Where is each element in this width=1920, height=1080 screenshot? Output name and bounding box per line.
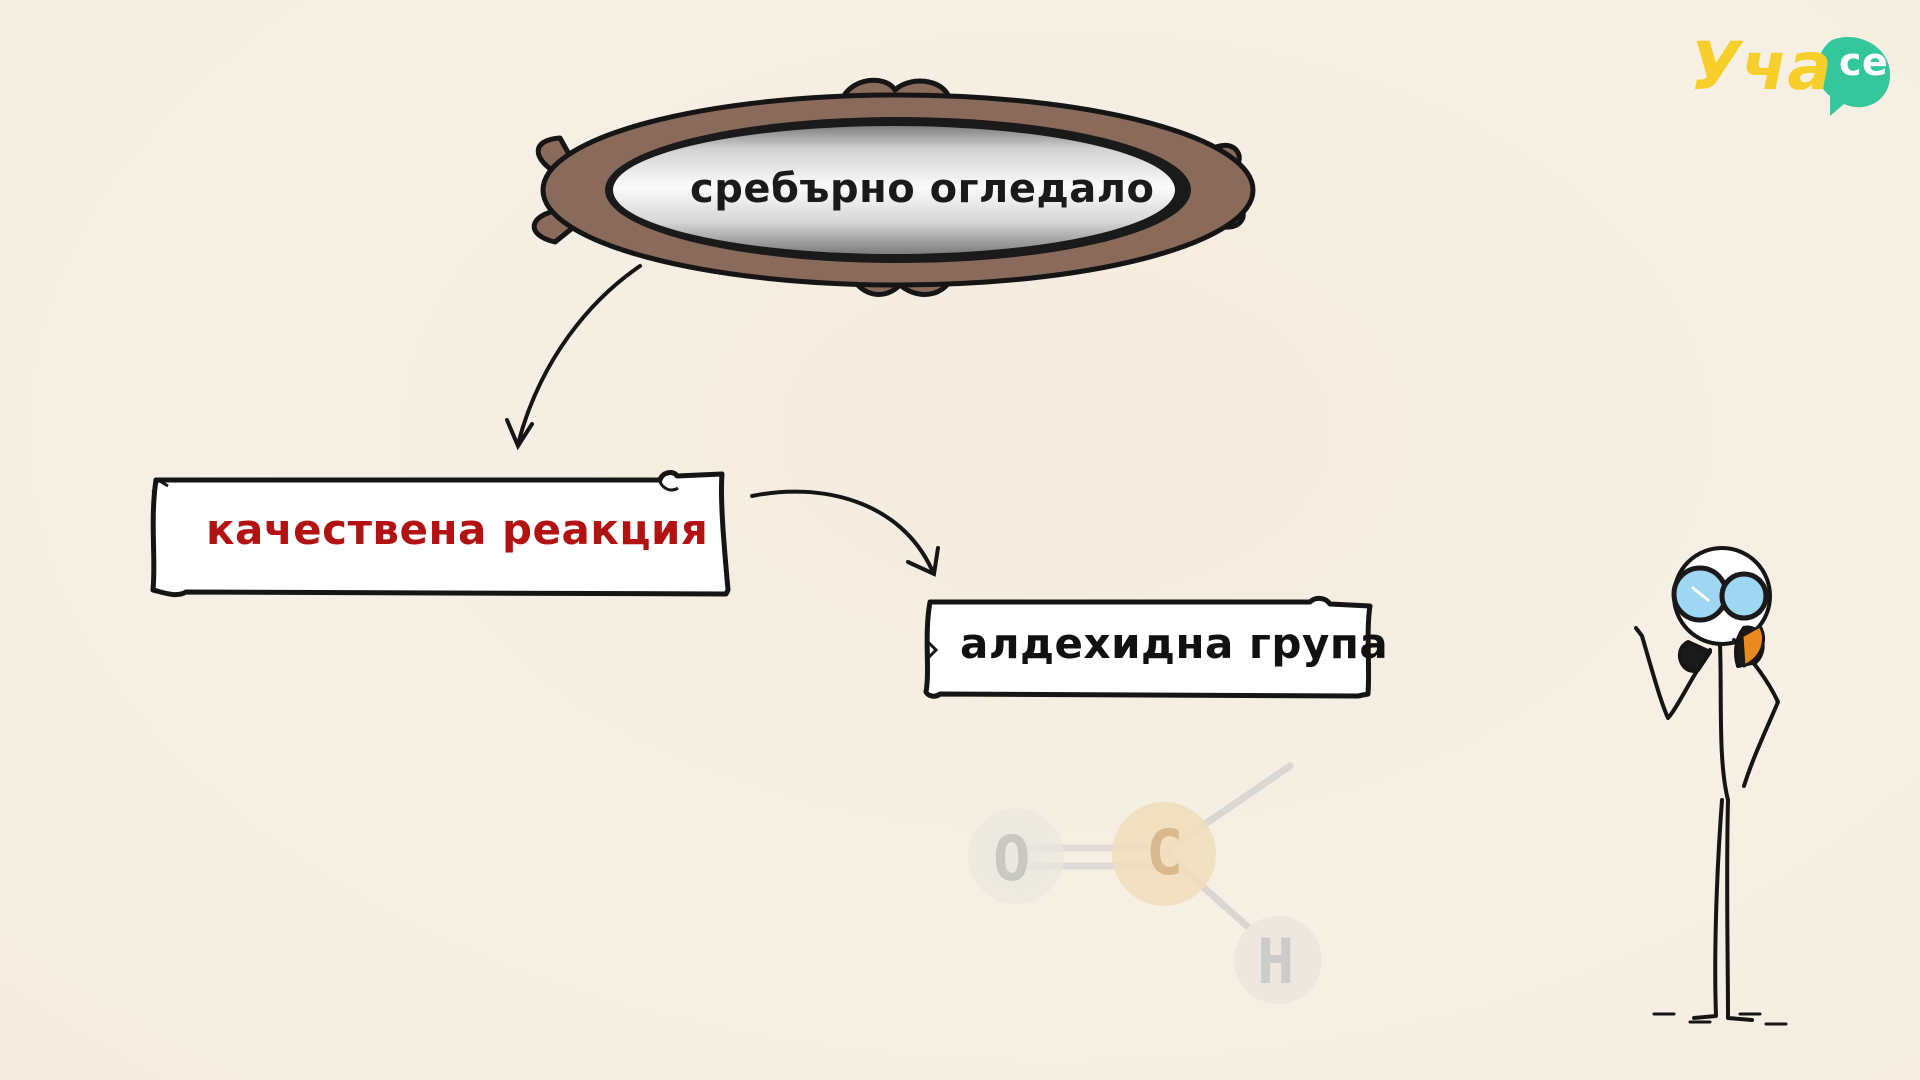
ground-marks (1652, 1012, 1788, 1026)
hydrogen-atom-label: H (1257, 925, 1295, 998)
arrow-mirror-to-reaction (505, 264, 642, 451)
arrow-reaction-to-aldehyde (750, 489, 940, 577)
silver-mirror-label: сребърно огледало (690, 166, 1155, 212)
oxygen-atom-label: O (993, 822, 1031, 895)
torso (1718, 642, 1730, 802)
mirror-glass (613, 126, 1175, 254)
aldehyde-molecule (968, 762, 1322, 1004)
right-leg (1725, 798, 1754, 1022)
logo-brand-text: Уча (1690, 28, 1833, 105)
oxygen-atom (968, 808, 1064, 904)
carbon-atom-label: C (1146, 816, 1184, 889)
silver-mirror-node (531, 77, 1256, 298)
logo-badge-text: се (1839, 40, 1889, 84)
hydrogen-atom (1234, 916, 1322, 1004)
left-arm (1634, 626, 1712, 720)
qualitative-reaction-label: качествена реакция (206, 505, 709, 554)
logo-speech-bubble (1817, 36, 1891, 116)
goggles-icon (1671, 565, 1769, 623)
left-leg (1692, 798, 1724, 1020)
gas-mask-icon (1677, 624, 1765, 673)
carbon-atom (1112, 802, 1216, 906)
qualitative-reaction-box (150, 470, 731, 598)
logo (1817, 36, 1891, 116)
aldehyde-group-label: алдехидна група (960, 619, 1389, 668)
aldehyde-group-box (923, 595, 1373, 699)
scientist-figure (1634, 546, 1788, 1026)
